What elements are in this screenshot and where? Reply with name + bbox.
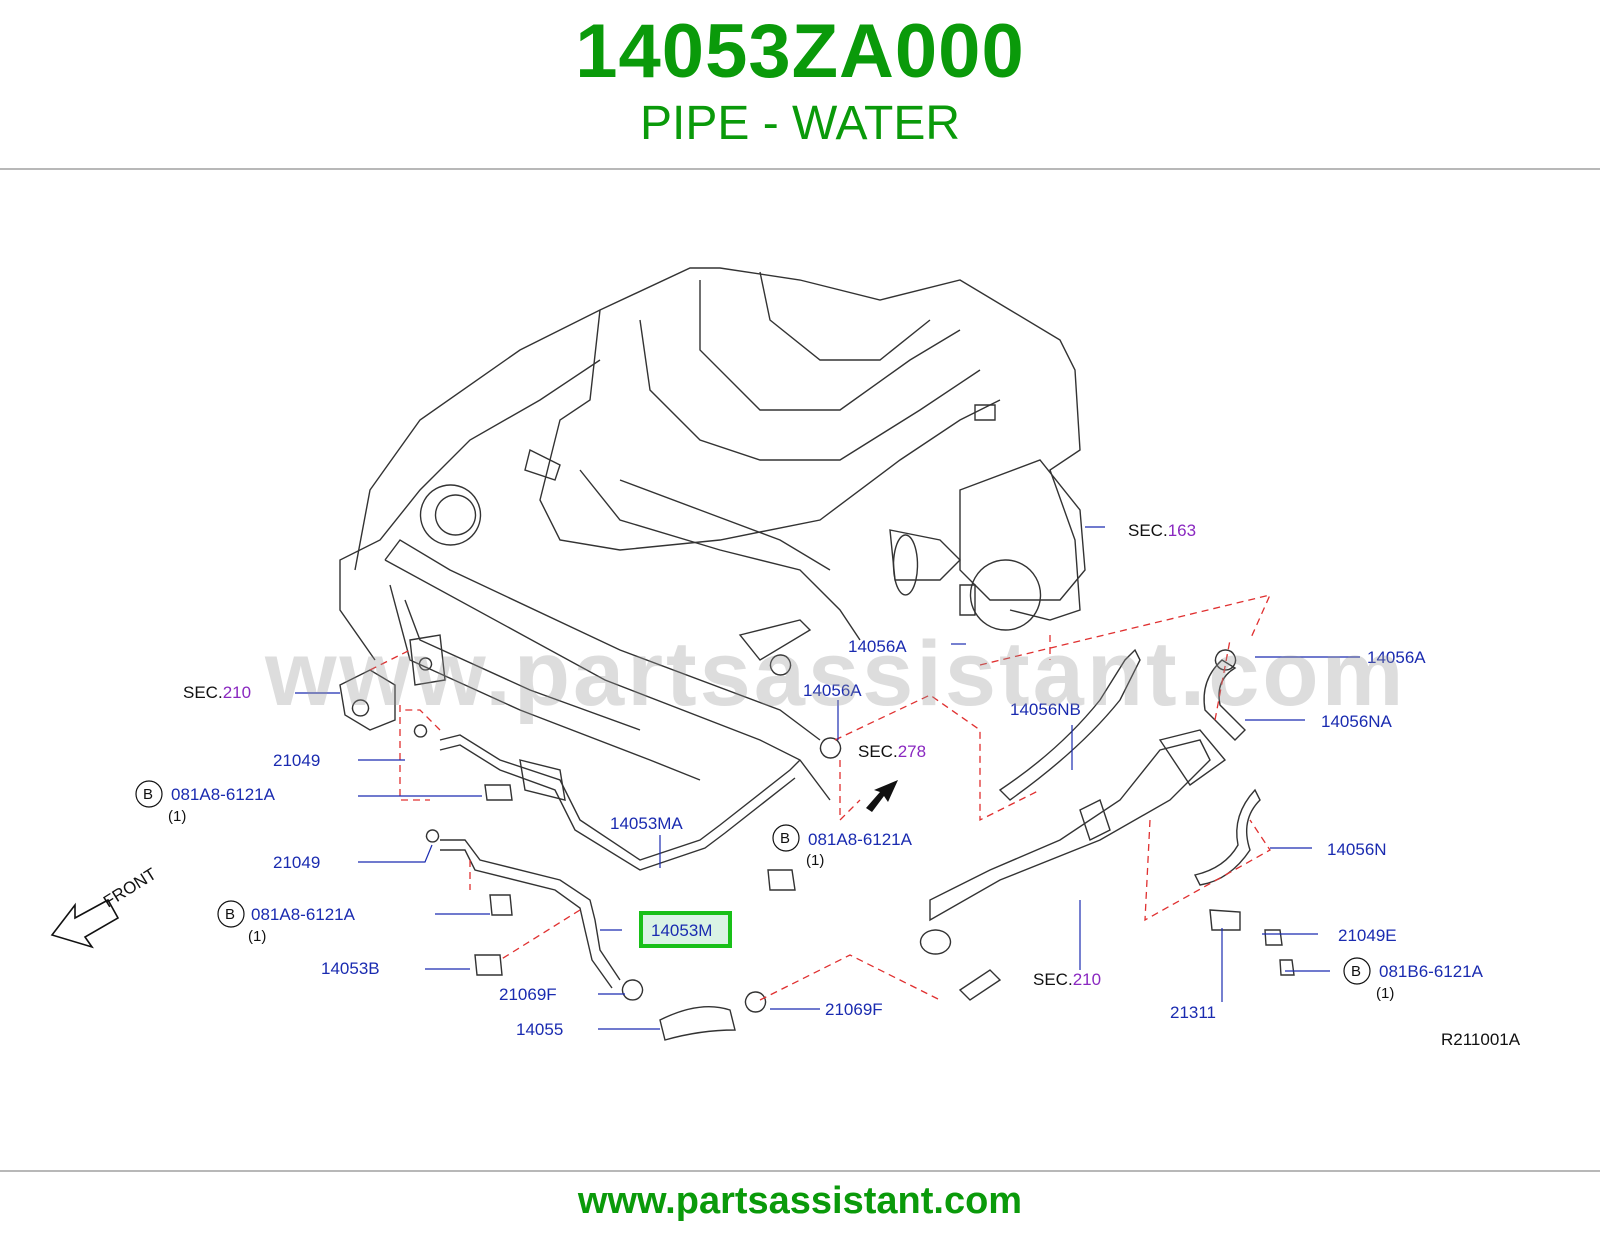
sec-prefix: SEC.	[858, 742, 898, 761]
front-label: FRONT	[100, 864, 160, 911]
watermark-text: www.partsassistant.com	[265, 623, 1407, 725]
page-header: 14053ZA000 PIPE - WATER	[0, 0, 1600, 170]
label-leader-lines	[295, 526, 1360, 1030]
b-marker-1: B	[143, 786, 153, 803]
sec-210-left-label: SEC.210	[183, 683, 251, 702]
left-pipe-assembly	[339, 634, 842, 1041]
qty-a: (1)	[168, 808, 186, 825]
part-14056N[interactable]: 14056N	[1327, 840, 1387, 859]
diagram-svg: FRONT B B B B SEC.163 SEC.210 SEC.278 SE…	[50, 267, 1521, 1049]
part-21049E[interactable]: 21049E	[1338, 926, 1397, 945]
sec-prefix: SEC.	[1128, 521, 1168, 540]
sec-278-arrow-icon	[866, 780, 898, 812]
part-14056A-mid[interactable]: 14056A	[803, 681, 862, 700]
b-marker-4: B	[1351, 963, 1361, 980]
dashed-connection-lines	[369, 594, 1272, 1001]
b-markers	[135, 780, 1371, 985]
sec-prefix: SEC.	[183, 683, 223, 702]
part-14056NA[interactable]: 14056NA	[1321, 712, 1393, 731]
diagram-ref-code: R211001A	[1441, 1030, 1521, 1049]
part-21311[interactable]: 21311	[1170, 1003, 1216, 1022]
part-14056NB[interactable]: 14056NB	[1010, 700, 1081, 719]
footer-divider	[0, 1170, 1600, 1172]
qty-d: (1)	[1376, 985, 1394, 1002]
qty-b: (1)	[806, 852, 824, 869]
part-number-title: 14053ZA000	[575, 9, 1025, 94]
part-name-subtitle: PIPE - WATER	[639, 97, 960, 150]
b-marker-2: B	[780, 830, 790, 847]
target-part-highlight	[639, 911, 732, 948]
part-14053M-target[interactable]: 14053M	[651, 921, 712, 940]
sec-278-label: SEC.278	[858, 742, 926, 761]
part-14056A-top[interactable]: 14056A	[848, 637, 907, 656]
parts-diagram: FRONT B B B B SEC.163 SEC.210 SEC.278 SE…	[0, 240, 1600, 1100]
footer-url[interactable]: www.partsassistant.com	[577, 1180, 1023, 1222]
part-14053MA[interactable]: 14053MA	[610, 814, 683, 833]
sec-163-number: 163	[1168, 521, 1196, 540]
part-081A8-6121A-a[interactable]: 081A8-6121A	[171, 785, 276, 804]
right-pipe-assembly	[919, 648, 1295, 1001]
front-direction-arrow: FRONT	[50, 864, 160, 949]
part-21069F-b[interactable]: 21069F	[825, 1000, 883, 1019]
part-21049-b[interactable]: 21049	[273, 853, 320, 872]
part-081A8-6121A-b[interactable]: 081A8-6121A	[808, 830, 913, 849]
sec-163-label: SEC.163	[1128, 521, 1196, 540]
sec-210-bottom-number: 210	[1073, 970, 1101, 989]
part-081A8-6121A-c[interactable]: 081A8-6121A	[251, 905, 356, 924]
part-14055[interactable]: 14055	[516, 1020, 563, 1039]
b-marker-3: B	[225, 906, 235, 923]
engine-drawing	[339, 267, 1086, 801]
sec-278-number: 278	[898, 742, 926, 761]
part-21049-a[interactable]: 21049	[273, 751, 320, 770]
header-divider	[0, 168, 1600, 170]
part-14053B[interactable]: 14053B	[321, 959, 380, 978]
qty-c: (1)	[248, 928, 266, 945]
part-081B6-6121A[interactable]: 081B6-6121A	[1379, 962, 1484, 981]
part-21069F-a[interactable]: 21069F	[499, 985, 557, 1004]
sec-210-bottom-label: SEC.210	[1033, 970, 1101, 989]
sec-210-left-number: 210	[223, 683, 251, 702]
sec-prefix: SEC.	[1033, 970, 1073, 989]
part-14056A-right[interactable]: 14056A	[1367, 648, 1426, 667]
